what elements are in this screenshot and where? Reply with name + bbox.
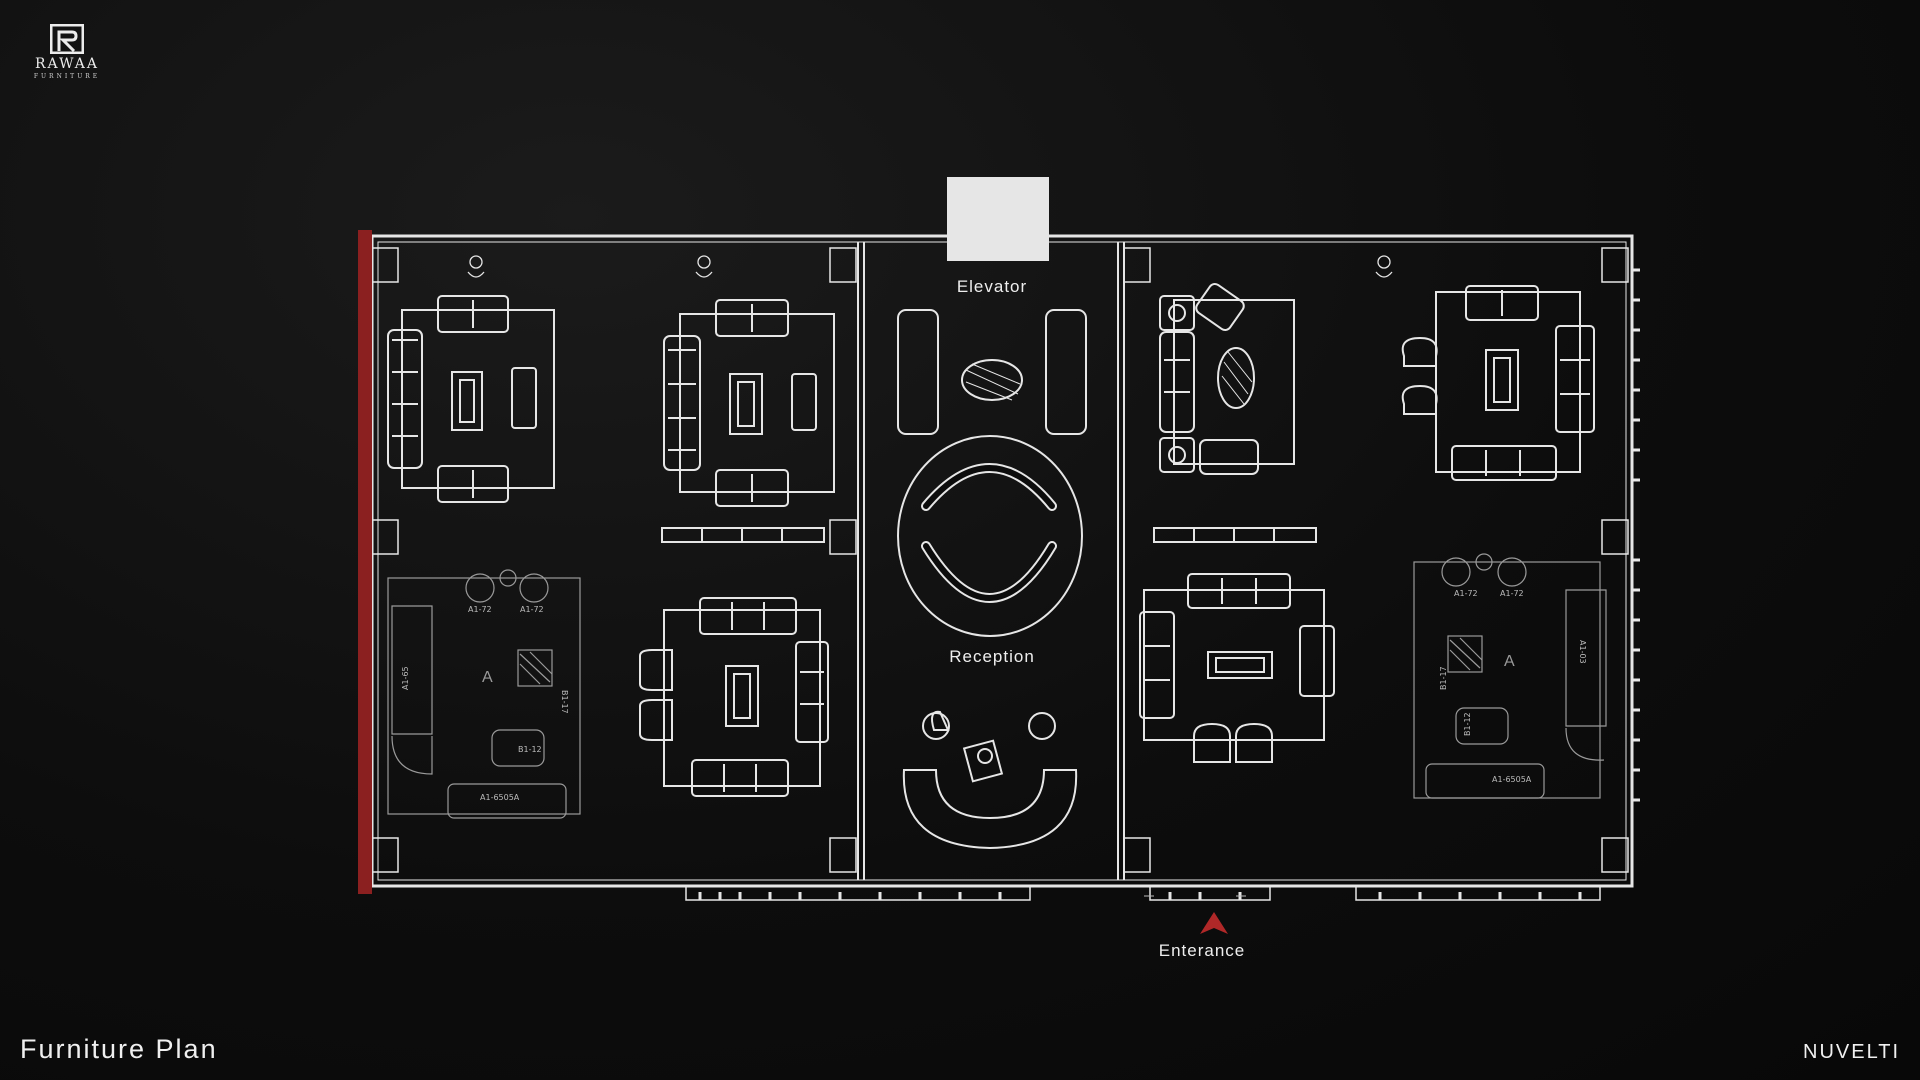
page-title: Furniture Plan xyxy=(20,1034,218,1064)
lounge-set-2 xyxy=(663,299,835,507)
dining-set-2 xyxy=(1401,285,1595,481)
tag-right-a1-72-a: A1-72 xyxy=(1454,589,1478,598)
brand-tagline: FURNITURE xyxy=(33,73,101,80)
studio-credit: NUVELTI xyxy=(1803,1041,1900,1063)
columns xyxy=(371,247,1629,873)
brand-name: RAWAA xyxy=(35,56,99,72)
tag-a1-72-b: A1-72 xyxy=(520,605,544,614)
label-elevator: Elevator xyxy=(957,277,1027,296)
reception-desk xyxy=(902,769,1078,850)
tag-right-a1-03: A1-03 xyxy=(1578,640,1587,664)
person-markers xyxy=(467,255,1393,278)
dining-zone-left xyxy=(387,569,581,819)
entrance-arrow-icon xyxy=(1200,912,1228,934)
partition-wall-right xyxy=(1117,242,1125,880)
lounge-set-3 xyxy=(1159,282,1295,475)
label-entrance: Enterance xyxy=(1159,941,1246,960)
partition-wall-left xyxy=(857,242,865,880)
tag-a1-6505a: A1-6505A xyxy=(480,793,520,802)
tag-a1-65: A1-65 xyxy=(401,666,410,690)
brand-logo: RAWAA FURNITURE xyxy=(28,24,106,80)
tag-right-b1-17: B1-17 xyxy=(1439,666,1448,690)
outer-wall xyxy=(370,234,1634,888)
logo-mark-icon xyxy=(50,24,84,54)
tag-right-b1-12: B1-12 xyxy=(1463,712,1472,736)
reception-hall xyxy=(897,309,1087,850)
tag-right-a1-6505a: A1-6505A xyxy=(1492,775,1532,784)
zone-letter-left: A xyxy=(482,669,493,686)
lounge-set-4 xyxy=(1139,573,1335,763)
label-reception: Reception xyxy=(949,647,1035,666)
tag-a1-72-a: A1-72 xyxy=(468,605,492,614)
zone-letter-right: A xyxy=(1504,653,1515,670)
lounge-set-1 xyxy=(387,295,555,503)
elevator-block xyxy=(947,177,1049,261)
accent-wall xyxy=(358,230,372,894)
dining-zone-right xyxy=(1413,553,1607,799)
tag-b1-17: B1-17 xyxy=(560,690,569,714)
tag-right-a1-72-b: A1-72 xyxy=(1500,589,1524,598)
dining-set-1 xyxy=(639,597,829,797)
tag-b1-12: B1-12 xyxy=(518,745,542,754)
